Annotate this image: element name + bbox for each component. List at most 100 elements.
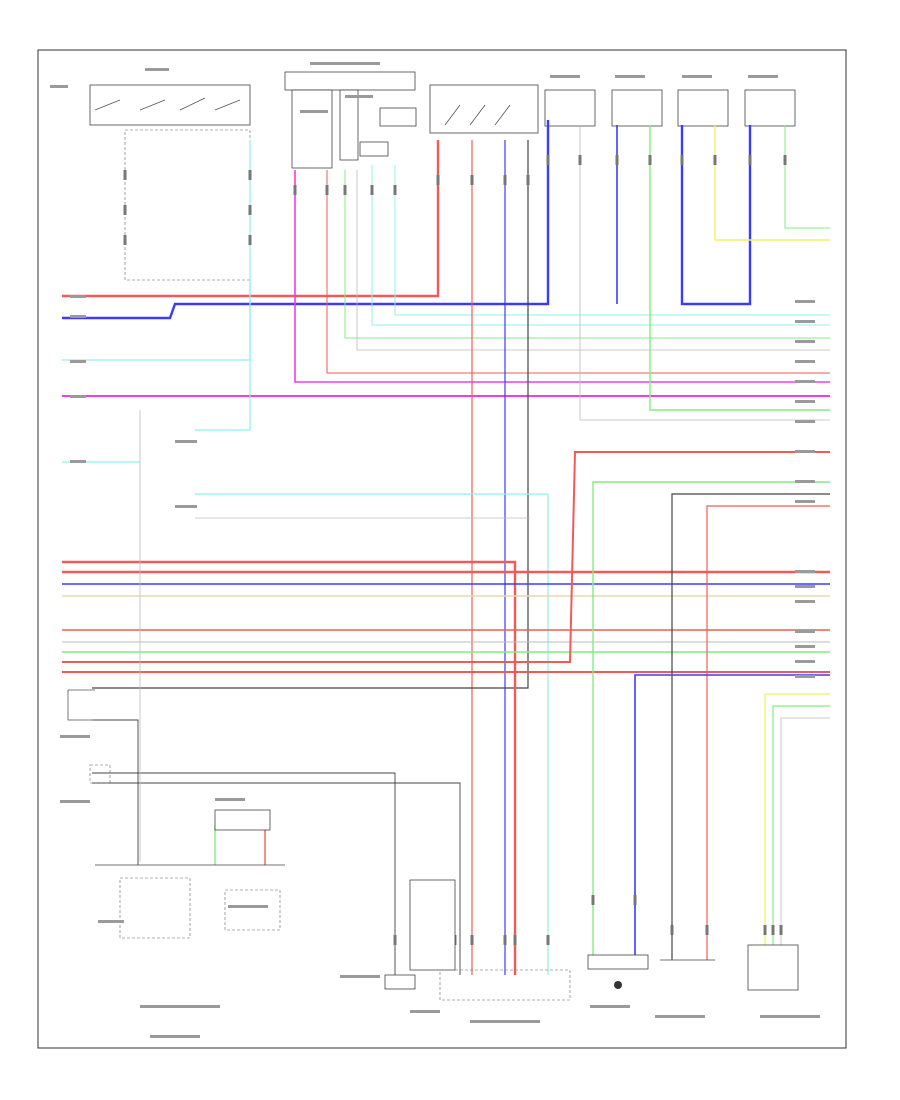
connector-pin xyxy=(670,925,674,935)
connector-pin xyxy=(436,175,440,185)
connector-pin xyxy=(705,925,709,935)
connector-pin xyxy=(783,155,787,165)
microtext-label xyxy=(590,1005,630,1008)
microtext-label xyxy=(795,450,815,453)
wire-blue-right-2 xyxy=(634,674,830,960)
microtext-label xyxy=(795,380,815,383)
microtext-label xyxy=(150,1035,200,1038)
microtext-label xyxy=(795,630,815,633)
connector-pin xyxy=(648,155,652,165)
connector-pin xyxy=(343,185,347,195)
connector-pin xyxy=(393,935,397,945)
microtext-label xyxy=(145,68,169,71)
microtext-label xyxy=(228,905,268,908)
microtext-label xyxy=(795,675,815,678)
microtext-label xyxy=(70,360,86,363)
connector-pin xyxy=(591,895,595,905)
connector-pin xyxy=(779,925,783,935)
wire-gray-4 xyxy=(780,717,830,945)
microtext-label xyxy=(760,1015,820,1018)
wire-red-top xyxy=(62,140,440,298)
microtext-label xyxy=(795,600,815,603)
wire-blue-right xyxy=(680,125,752,306)
relay-block xyxy=(429,84,539,134)
wire-light-blue-2 xyxy=(371,165,830,326)
wire-black-2 xyxy=(92,772,396,975)
label-microtext xyxy=(50,62,820,1038)
microtext-label xyxy=(795,645,815,648)
connector-pin xyxy=(546,935,550,945)
top-right-connectors xyxy=(544,89,796,127)
microtext-label xyxy=(50,85,68,88)
microtext-label xyxy=(795,360,815,363)
connector-pin xyxy=(633,895,637,905)
connector-pin xyxy=(503,175,507,185)
connector-pin xyxy=(248,170,252,180)
microtext-label xyxy=(60,800,90,803)
connector-pin xyxy=(248,205,252,215)
microtext-label xyxy=(98,920,124,923)
connector-pin xyxy=(713,155,717,165)
wire-black-3 xyxy=(92,782,461,975)
wire-light-blue-1 xyxy=(62,140,251,361)
microtext-label xyxy=(795,660,815,663)
microtext-label xyxy=(410,1010,440,1013)
microtext-label xyxy=(345,95,373,98)
wire-yellow-2 xyxy=(764,693,830,945)
microtext-label xyxy=(470,1020,540,1023)
wire-green-4 xyxy=(772,705,830,945)
microtext-label xyxy=(310,62,380,65)
wire-pink-2 xyxy=(294,170,830,383)
microtext-label xyxy=(140,1005,220,1008)
microtext-label xyxy=(215,798,245,801)
wire-gray-1 xyxy=(356,170,830,351)
connector-pin xyxy=(393,185,397,195)
wire-black-relay xyxy=(92,140,529,689)
connector-pin xyxy=(248,235,252,245)
wire-yellow-1 xyxy=(714,125,830,241)
microtext-label xyxy=(795,300,815,303)
wire-black-right xyxy=(671,493,830,960)
top-left-switch-block xyxy=(89,84,251,281)
microtext-label xyxy=(615,75,645,78)
connector-pin xyxy=(513,935,517,945)
wire-red-2 xyxy=(326,170,830,374)
microtext-label xyxy=(70,295,86,298)
wire-gray-2 xyxy=(579,125,830,421)
microtext-label xyxy=(60,735,90,738)
connector-pin xyxy=(370,185,374,195)
microtext-label xyxy=(70,460,86,463)
wire-red-bundle-4 xyxy=(62,451,830,663)
connector-pin xyxy=(470,935,474,945)
connector-pin xyxy=(123,235,127,245)
connector-pin xyxy=(578,155,582,165)
microtext-label xyxy=(682,75,712,78)
microtext-label xyxy=(550,75,580,78)
wire-green-2 xyxy=(649,125,830,411)
microtext-label xyxy=(70,395,86,398)
connector-pin xyxy=(615,155,619,165)
microtext-label xyxy=(340,975,380,978)
wire-green-1 xyxy=(344,170,830,339)
connector-pin xyxy=(680,155,684,165)
microtext-label xyxy=(175,505,197,508)
microtext-label xyxy=(748,75,778,78)
microtext-label xyxy=(795,585,815,588)
wire-light-blue-3 xyxy=(394,165,830,316)
connector-pin xyxy=(546,155,550,165)
connector-pin xyxy=(470,175,474,185)
wire-black-left xyxy=(92,719,139,865)
microtext-label xyxy=(655,1015,705,1018)
wire-red-bundle-1 xyxy=(62,560,517,975)
connector-pin xyxy=(293,185,297,195)
mid-left-modules xyxy=(67,689,285,939)
microtext-label xyxy=(795,570,815,573)
microtext-label xyxy=(300,110,328,113)
wire-light-blue-6 xyxy=(195,493,549,975)
connector-pin xyxy=(748,155,752,165)
microtext-label xyxy=(795,500,815,503)
wire-red-right xyxy=(706,505,830,960)
connector-pin xyxy=(123,170,127,180)
microtext-label xyxy=(175,440,197,443)
